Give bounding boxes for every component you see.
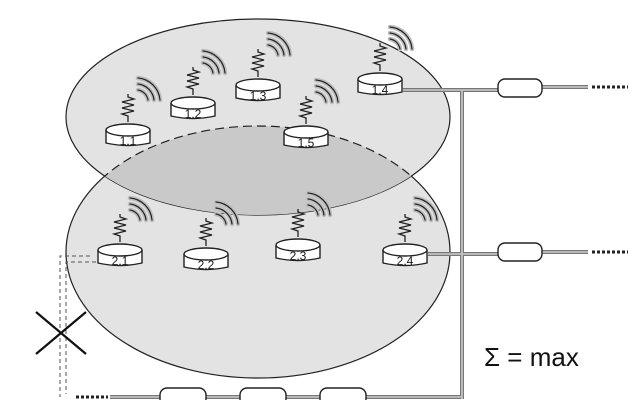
antenna-icon [249, 49, 267, 77]
node-label: 2.4 [397, 254, 414, 268]
broken-link-path [59, 255, 96, 397]
node-label: 1.2 [185, 107, 202, 121]
switch-unit-bottom-2 [239, 387, 287, 400]
wireless-node: 1.4 [357, 24, 415, 97]
wireless-node: 1.1 [105, 75, 163, 148]
switch-unit-middle [497, 242, 543, 262]
node-label: 1.1 [120, 134, 137, 148]
antenna-icon [371, 43, 389, 71]
antenna-icon [184, 67, 202, 95]
wireless-node: 2.4 [382, 195, 440, 268]
antenna-icon [297, 96, 315, 124]
switch-unit-bottom-3 [319, 387, 367, 400]
antenna-icon [111, 214, 129, 242]
wireless-node: 1.3 [235, 30, 293, 103]
coverage-areas [65, 18, 451, 379]
sum-formula: Σ = max [484, 342, 579, 372]
wireless-node: 2.1 [97, 195, 155, 268]
node-label: 2.2 [198, 258, 215, 272]
node-label: 1.4 [372, 83, 389, 97]
wireless-node: 2.2 [183, 199, 241, 272]
antenna-icon [396, 214, 414, 242]
antenna-icon [289, 209, 307, 237]
node-label: 1.3 [250, 89, 267, 103]
wireless-node: 2.3 [275, 190, 333, 263]
node-label: 2.1 [112, 254, 129, 268]
antenna-icon [197, 218, 215, 246]
switch-unit-bottom-1 [159, 387, 207, 400]
node-label: 1.5 [298, 136, 315, 150]
wireless-node: 1.2 [170, 48, 228, 121]
wireless-node: 1.5 [283, 77, 341, 150]
coverage-overlap [66, 125, 450, 215]
disconnected-x-icon [35, 311, 87, 355]
node-label: 2.3 [290, 249, 307, 263]
antenna-icon [119, 94, 137, 122]
switch-unit-top [497, 78, 543, 98]
